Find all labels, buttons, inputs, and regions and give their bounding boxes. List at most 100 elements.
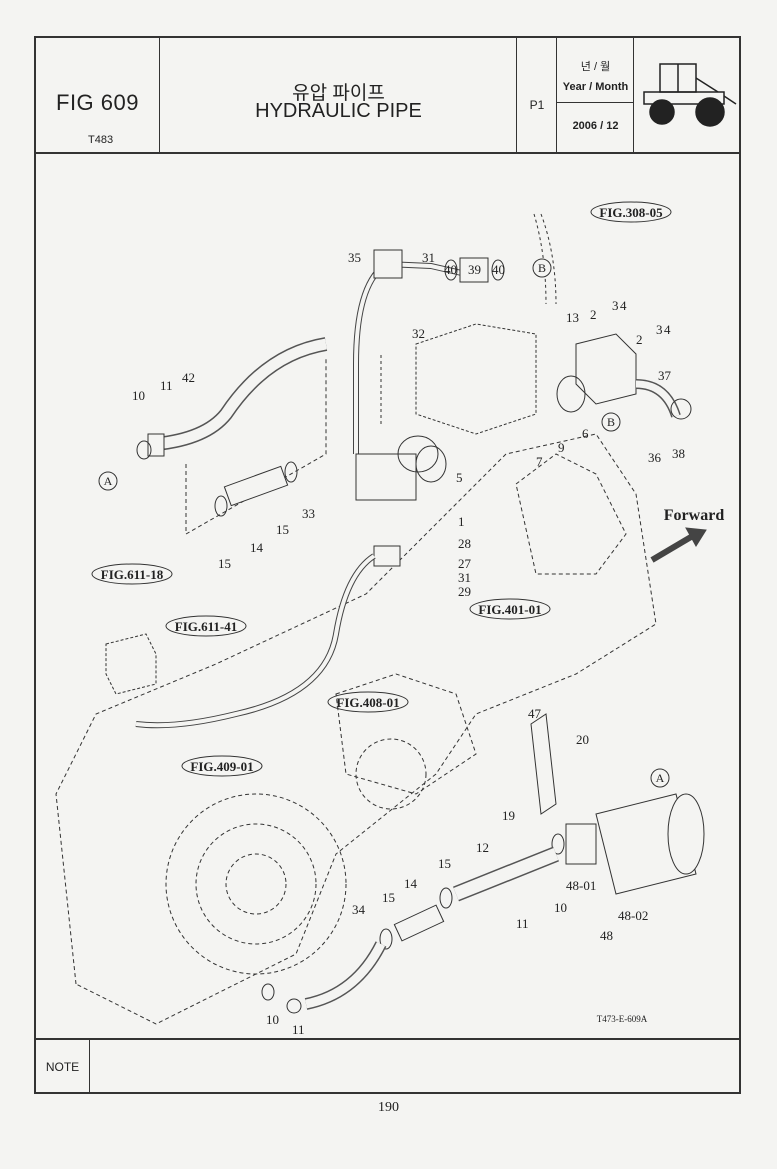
- callout-a-right-label: A: [656, 771, 665, 785]
- part-label: 40: [492, 262, 505, 277]
- hose-34: [304, 941, 387, 1010]
- title-cell: 유압 파이프 HYDRAULIC PIPE: [160, 38, 517, 152]
- fig-number: FIG 609: [56, 90, 139, 115]
- part-label: 3: [612, 298, 619, 313]
- ref-label-611-41: FIG.611-41: [175, 619, 237, 634]
- part-label: 48-02: [618, 908, 648, 923]
- tractor-icon-cell: [634, 38, 739, 152]
- gear-pump-6: [575, 333, 637, 405]
- part-label: 47: [528, 706, 542, 721]
- part-label: 9: [558, 440, 565, 455]
- date-label-english: Year / Month: [562, 81, 629, 93]
- fitting-block-top: [373, 249, 403, 279]
- callout-b-right: [601, 412, 621, 432]
- part-label: 10: [554, 900, 567, 915]
- note-label: NOTE: [36, 1040, 90, 1094]
- part-label: 32: [412, 326, 425, 341]
- forward-label: Forward: [664, 507, 725, 524]
- page-cell: P1: [517, 38, 557, 152]
- title-korean: 유압 파이프: [292, 83, 385, 104]
- tractor-icon: [643, 63, 737, 127]
- fitting-block-27: [373, 545, 401, 567]
- pipe-14-upper: [223, 465, 289, 507]
- part-label: 11: [516, 916, 529, 931]
- part-label: 10: [132, 388, 145, 403]
- part-label: 33: [302, 506, 315, 521]
- part-label: 12: [476, 840, 489, 855]
- callout-b-right-label: B: [607, 415, 615, 429]
- note-row: NOTE: [36, 1038, 739, 1094]
- part-label: 4: [664, 322, 671, 337]
- callout-a-right: [650, 768, 670, 788]
- part-label: 19: [502, 808, 515, 823]
- ref-fig-408-01: FIG.408-01: [327, 691, 409, 713]
- part-label: 27: [458, 556, 472, 571]
- date-value: 2006 / 12: [572, 120, 619, 132]
- part-label: 31: [458, 570, 471, 585]
- part-label: 29: [458, 584, 471, 599]
- part-label: 7: [536, 454, 543, 469]
- part-label: 31: [422, 250, 435, 265]
- part-label: 40: [444, 262, 457, 277]
- part-label: 28: [458, 536, 471, 551]
- part-label: 10: [266, 1012, 279, 1027]
- callout-a-left: [98, 471, 118, 491]
- part-label: 20: [576, 732, 589, 747]
- part-label: 3: [656, 322, 663, 337]
- transmission-outline: [55, 433, 657, 1025]
- part-label: 2: [636, 332, 643, 347]
- exploded-diagram: FIG.308-05 FIG.611-18 FIG.611-41 FIG.401…: [55, 201, 725, 1037]
- drawing-code: T473-E-609A: [597, 1014, 648, 1024]
- date-cell: 년 / 월 Year / Month 2006 / 12: [557, 38, 634, 152]
- pipe-33: [353, 261, 388, 454]
- bracket-47: [530, 713, 557, 815]
- part-label: 42: [182, 370, 195, 385]
- ref-label-611-18: FIG.611-18: [101, 567, 164, 582]
- date-label-korean: 년 / 월: [580, 61, 611, 73]
- rear-axle-housing: [165, 793, 347, 975]
- valve-block: [105, 633, 157, 695]
- callout-a-left-label: A: [104, 474, 113, 488]
- part-label: 35: [348, 250, 361, 265]
- page-label: P1: [529, 98, 545, 112]
- pump-1: [355, 453, 417, 501]
- part-label: 36: [648, 450, 662, 465]
- part-label: 37: [658, 368, 672, 383]
- pipe-14-lower: [393, 904, 445, 942]
- part-label: 6: [582, 426, 589, 441]
- part-numbers: 35 31 40 39 40 32 13 2 3 4 2 3 4 37 42 1…: [132, 250, 685, 1037]
- part-label: 39: [468, 262, 481, 277]
- part-label: 5: [456, 470, 463, 485]
- part-label: 4: [620, 298, 627, 313]
- part-label: 1: [458, 514, 465, 529]
- part-label: 48: [600, 928, 613, 943]
- ref-fig-401-01: FIG.401-01: [469, 598, 551, 620]
- page-frame: FIG 609 T483 유압 파이프 HYDRAULIC PIPE P1 년 …: [34, 36, 741, 1094]
- ref-fig-611-41: FIG.611-41: [165, 615, 247, 637]
- title-english: HYDRAULIC PIPE: [255, 100, 422, 122]
- part-label: 14: [250, 540, 264, 555]
- part-label: 15: [438, 856, 451, 871]
- part-label: 15: [218, 556, 231, 571]
- ref-label-401-01: FIG.401-01: [478, 602, 541, 617]
- callout-b-top-label: B: [538, 261, 546, 275]
- part-label: 13: [566, 310, 579, 325]
- ref-label-308-05: FIG.308-05: [599, 205, 663, 220]
- part-label: 48-01: [566, 878, 596, 893]
- part-label: 2: [590, 307, 597, 322]
- forward-arrow: [650, 531, 698, 563]
- part-label: 15: [276, 522, 289, 537]
- ref-fig-611-18: FIG.611-18: [91, 563, 173, 585]
- model-code: T483: [88, 134, 114, 146]
- callout-b-top: [532, 258, 552, 278]
- fig-cell: FIG 609 T483: [36, 38, 160, 152]
- part-label: 14: [404, 876, 418, 891]
- ref-label-408-01: FIG.408-01: [336, 695, 399, 710]
- ref-fig-409-01: FIG.409-01: [181, 755, 263, 777]
- header-table: FIG 609 T483 유압 파이프 HYDRAULIC PIPE P1 년 …: [36, 38, 739, 154]
- part-label: 11: [160, 378, 173, 393]
- part-label: 15: [382, 890, 395, 905]
- part-label: 11: [292, 1022, 305, 1037]
- ref-fig-308-05: FIG.308-05: [590, 201, 672, 223]
- page-number: 190: [378, 1100, 399, 1115]
